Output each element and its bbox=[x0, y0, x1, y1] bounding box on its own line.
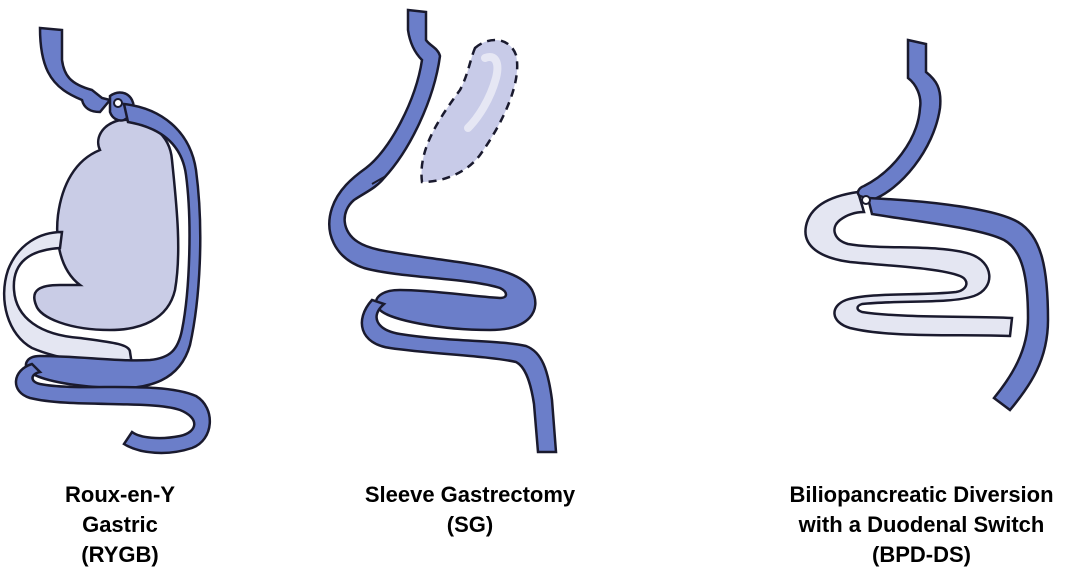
rygb-diagram bbox=[0, 0, 240, 460]
caption-line: Biliopancreatic Diversion bbox=[760, 480, 1083, 510]
caption-line: with a Duodenal Switch bbox=[760, 510, 1083, 540]
caption-line: (BPD-DS) bbox=[760, 540, 1083, 570]
caption-line: Roux-en-Y bbox=[0, 480, 240, 510]
caption-line: Gastric bbox=[0, 510, 240, 540]
rygb-caption: Roux-en-Y Gastric (RYGB) bbox=[0, 480, 240, 570]
caption-line: (RYGB) bbox=[0, 540, 240, 570]
bpd-ds-caption: Biliopancreatic Diversion with a Duodena… bbox=[760, 480, 1083, 570]
bpd-ds-sleeve-stomach bbox=[858, 40, 940, 200]
rygb-esophagus bbox=[40, 28, 110, 112]
sg-diagram bbox=[320, 0, 620, 460]
rygb-anastomosis bbox=[114, 99, 122, 107]
sg-caption: Sleeve Gastrectomy (SG) bbox=[320, 480, 620, 540]
rygb-panel: Roux-en-Y Gastric (RYGB) bbox=[0, 0, 240, 573]
sg-panel: Sleeve Gastrectomy (SG) bbox=[320, 0, 620, 573]
rygb-remnant-stomach bbox=[34, 120, 178, 330]
caption-line: (SG) bbox=[320, 510, 620, 540]
bpd-ds-alimentary-limb bbox=[868, 198, 1048, 410]
bpd-ds-anastomosis bbox=[862, 196, 870, 204]
bpd-ds-diagram bbox=[760, 0, 1083, 460]
caption-line: Sleeve Gastrectomy bbox=[320, 480, 620, 510]
bpd-ds-panel: Biliopancreatic Diversion with a Duodena… bbox=[760, 0, 1083, 573]
